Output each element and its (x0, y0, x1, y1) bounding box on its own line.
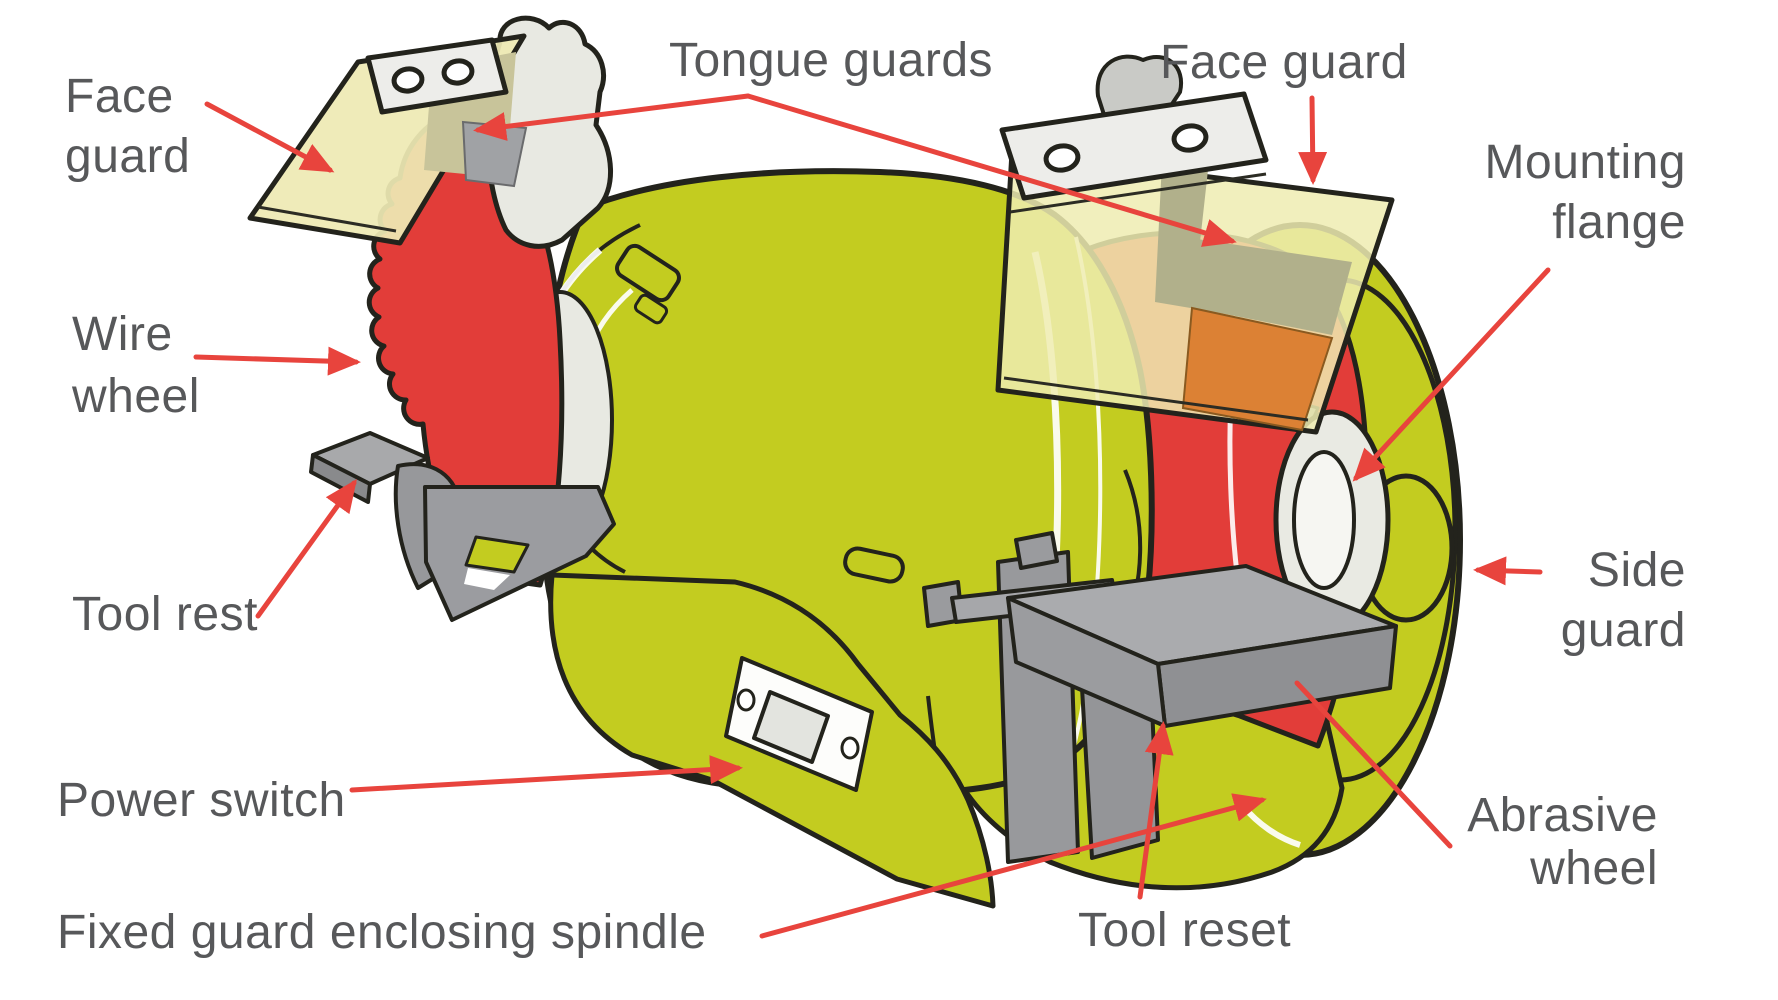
tool-rest-left-shape (309, 431, 616, 622)
base-left-foot (548, 572, 996, 909)
arrow-wire-wheel (193, 346, 361, 376)
arrow-tool-reset (1137, 721, 1174, 900)
label-wire-wheel-2: wheel (71, 370, 200, 423)
label-face-guard-left-1: Face (65, 70, 174, 123)
wire-wheel-group (366, 15, 614, 588)
arrow-face-guard-right (1298, 95, 1328, 185)
label-power-switch: Power switch (57, 774, 346, 827)
label-mounting-flange-1: Mounting (1485, 136, 1686, 189)
label-tongue-guards: Tongue guards (669, 34, 993, 87)
label-wire-wheel-1: Wire (72, 308, 173, 361)
label-side-guard-1: Side (1588, 544, 1686, 597)
arrow-mounting-flange (1352, 267, 1551, 482)
arrow-power-switch (349, 755, 743, 793)
arrow-tongue-guard-left (473, 93, 751, 141)
label-face-guard-left-2: guard (65, 130, 190, 183)
spindle-and-tool-rest-right (922, 531, 1398, 864)
label-mounting-flange-2: flange (1552, 196, 1686, 249)
wheel-guard-housing-left (484, 15, 613, 249)
callout-labels: Face guard Tongue guards Face guard Moun… (57, 34, 1686, 959)
tongue-guard-left-shape (461, 120, 528, 188)
label-fixed-guard: Fixed guard enclosing spindle (57, 906, 707, 959)
arrow-tool-rest (255, 478, 357, 619)
label-abrasive-wheel-1: Abrasive (1467, 789, 1658, 842)
line-abrasive-wheel (1294, 680, 1453, 849)
arrow-fixed-guard (759, 793, 1267, 939)
arrow-tongue-guard-right (745, 93, 1237, 247)
arrow-side-guard (1473, 556, 1543, 586)
face-guard-right-shape (995, 54, 1395, 435)
label-tool-rest: Tool rest (72, 588, 258, 641)
power-switch-shape (724, 656, 874, 792)
callout-arrows (193, 93, 1551, 939)
label-face-guard-right: Face guard (1160, 36, 1408, 89)
arrow-face-guard-left (204, 101, 335, 173)
label-tool-reset: Tool reset (1078, 904, 1291, 957)
label-abrasive-wheel-2: wheel (1529, 842, 1658, 895)
face-guard-left-shape (247, 33, 528, 246)
label-side-guard-2: guard (1561, 604, 1686, 657)
